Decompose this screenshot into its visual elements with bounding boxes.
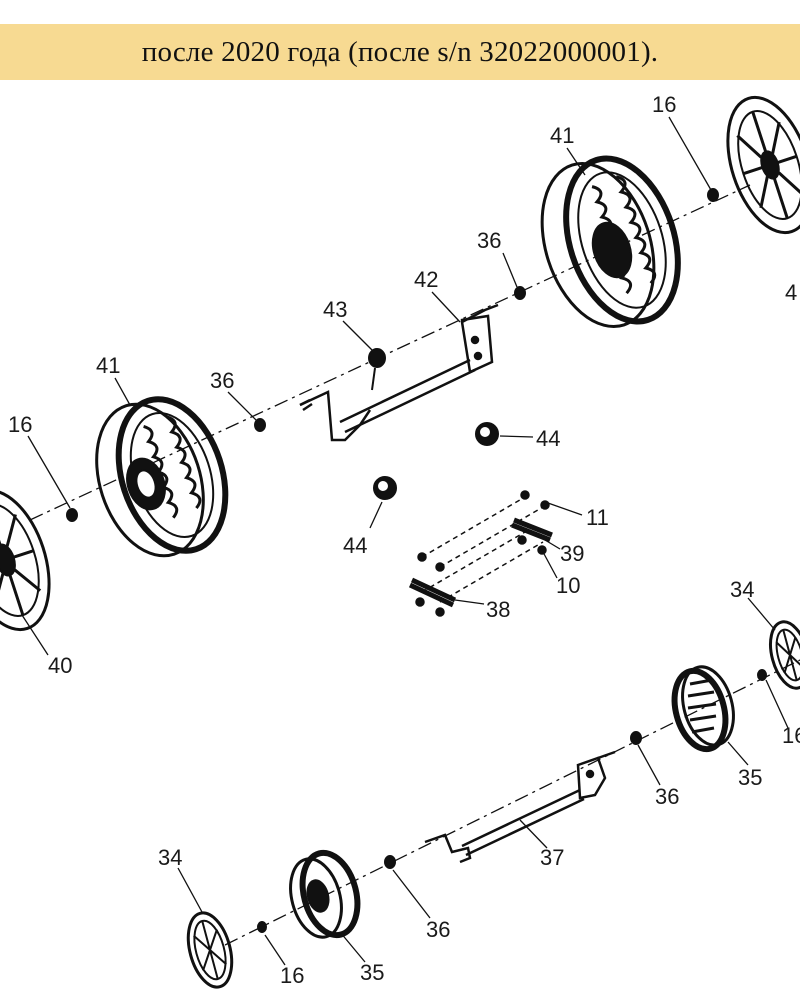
callout-35-right: 35 bbox=[738, 765, 762, 790]
callout-44-upper: 44 bbox=[536, 426, 560, 451]
banner-text: после 2020 года (после s/n 32022000001). bbox=[141, 35, 659, 68]
callout-37: 37 bbox=[540, 845, 564, 870]
wheel-35-right bbox=[671, 665, 735, 753]
upper-axis-line bbox=[29, 184, 751, 521]
callout-40: 40 bbox=[48, 653, 72, 678]
callout-16-left: 16 bbox=[8, 412, 32, 437]
callout-16-right: 16 bbox=[782, 723, 800, 748]
rear-axle-37 bbox=[424, 750, 616, 864]
leader-lines bbox=[21, 116, 789, 966]
bushing-36-right bbox=[514, 286, 526, 300]
callout-38: 38 bbox=[486, 597, 510, 622]
callout-11: 11 bbox=[586, 505, 609, 530]
plate-assembly bbox=[408, 490, 553, 617]
washer-16-left bbox=[66, 508, 78, 522]
callout-43: 43 bbox=[323, 297, 347, 322]
callout-4-edge: 4 bbox=[785, 280, 797, 305]
callout-41-left: 41 bbox=[96, 353, 120, 378]
hubcap-upper-right bbox=[726, 95, 800, 235]
callout-36-top: 36 bbox=[477, 228, 501, 253]
callout-36-mid: 36 bbox=[655, 784, 679, 809]
callout-10: 10 bbox=[556, 573, 580, 598]
bushing-36-lower bbox=[384, 855, 396, 869]
callout-44-lower: 44 bbox=[343, 533, 367, 558]
lower-axis-line bbox=[224, 659, 800, 946]
wheel-41-left bbox=[95, 396, 229, 558]
hubcap-34-right bbox=[769, 620, 800, 690]
header-banner: после 2020 года (после s/n 32022000001). bbox=[0, 24, 800, 80]
knob-43 bbox=[368, 348, 386, 391]
washer-16-lower-right bbox=[757, 669, 767, 681]
axle-bracket-42 bbox=[299, 303, 499, 442]
callout-34-right: 34 bbox=[730, 577, 754, 602]
bushing-44-upper bbox=[475, 422, 499, 446]
callout-35-lower: 35 bbox=[360, 960, 384, 985]
callout-42: 42 bbox=[414, 267, 438, 292]
callout-34-lower: 34 bbox=[158, 845, 182, 870]
callout-36-lower: 36 bbox=[426, 917, 450, 942]
bushing-44-lower bbox=[373, 476, 397, 500]
washer-16-right bbox=[707, 188, 719, 202]
wheel-35-lower bbox=[289, 849, 361, 939]
hubcap-40 bbox=[0, 488, 51, 632]
callout-labels: 16 41 4 36 42 43 41 36 16 44 44 11 39 10… bbox=[8, 92, 800, 988]
wheel-41-right bbox=[540, 155, 681, 328]
bushing-36-lower-right bbox=[630, 731, 642, 745]
bushing-36-left bbox=[254, 418, 266, 432]
callout-16-top: 16 bbox=[652, 92, 676, 117]
callout-16-lower: 16 bbox=[280, 963, 304, 988]
callout-41-top: 41 bbox=[550, 123, 574, 148]
washer-16-lower bbox=[257, 921, 267, 933]
callout-36-left: 36 bbox=[210, 368, 234, 393]
callout-39: 39 bbox=[560, 541, 584, 566]
hubcap-34-lower bbox=[186, 911, 234, 989]
